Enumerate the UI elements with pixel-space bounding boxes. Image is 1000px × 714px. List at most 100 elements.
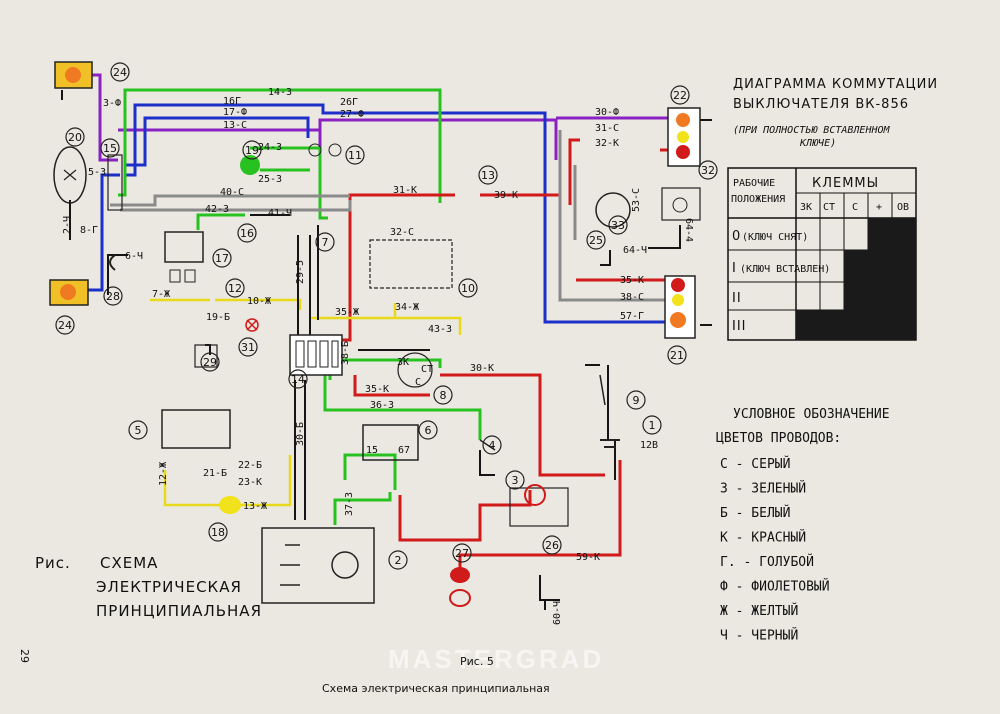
table-header-left-2: ПОЛОЖЕНИЯ [731, 194, 785, 205]
diagram-title-line2: ВЫКЛЮЧАТЕЛЯ ВК-856 [733, 97, 909, 112]
svg-text:21: 21 [670, 349, 684, 362]
svg-text:3: 3 [512, 474, 519, 487]
wire-label: 59-К [576, 552, 600, 563]
wire-label: 35-К [620, 275, 644, 286]
svg-text:28: 28 [106, 290, 120, 303]
table-col-plus: + [876, 202, 882, 213]
svg-text:14: 14 [291, 373, 305, 386]
svg-text:7: 7 [322, 236, 329, 249]
wire-label: 34-Ж [395, 302, 419, 313]
watermark: MASTERGRAD [388, 644, 604, 674]
wire-label: 12В [640, 440, 658, 451]
diagram-title-line1: ДИАГРАММА КОММУТАЦИИ [733, 77, 938, 92]
wire-label: 21-Б [203, 468, 227, 479]
wire-label: 31-С [595, 123, 619, 134]
callout-7: 7 [315, 232, 335, 252]
switch-9 [599, 374, 606, 406]
svg-text:31: 31 [241, 341, 255, 354]
legend-heading-2: ЦВЕТОВ ПРОВОДОВ: [716, 431, 841, 446]
caption-prefix: Рис. [35, 554, 71, 572]
button-27 [449, 567, 471, 607]
svg-text:5: 5 [135, 424, 142, 437]
wire-label: 13-С [223, 120, 247, 131]
callout-22: 22 [670, 85, 690, 105]
legend-heading-1: УСЛОВНОЕ ОБОЗНАЧЕНИЕ [733, 407, 890, 422]
callout-9: 9 [626, 390, 646, 410]
svg-text:12: 12 [228, 282, 242, 295]
wire-label: 24-З [258, 142, 282, 153]
table-row-label: II [732, 291, 742, 306]
wire-label: 19-Б [206, 312, 230, 323]
callout-14: 14 [288, 369, 308, 389]
fuse-block-14 [289, 334, 343, 376]
callout-15: 15 [100, 138, 120, 158]
lamp-20 [53, 146, 87, 204]
callout-27: 27 [452, 543, 472, 563]
svg-text:32: 32 [701, 164, 715, 177]
diagram-note-line1: (ПРИ ПОЛНОСТЬЮ ВСТАВЛЕННОМ [733, 125, 891, 136]
caption-line1: СХЕМА [100, 554, 158, 572]
generator-2 [261, 527, 375, 604]
wire-label: 38-С [620, 292, 644, 303]
wire-label: 67 [398, 445, 410, 456]
svg-text:13: 13 [481, 169, 495, 182]
callout-10: 10 [458, 278, 478, 298]
callout-19: 19 [242, 140, 262, 160]
svg-text:24: 24 [58, 319, 72, 332]
wire-label: 14-З [268, 87, 292, 98]
wire-label: 31-К [393, 185, 417, 196]
callout-3: 3 [505, 470, 525, 490]
callout-33: 33 [608, 215, 628, 235]
callout-17: 17 [212, 248, 232, 268]
wires-yellow [150, 298, 462, 507]
wire-label: 2-Ч [62, 216, 73, 234]
callout-8: 8 [433, 385, 453, 405]
table-col-ov: ОВ [897, 202, 909, 213]
svg-text:9: 9 [633, 394, 640, 407]
lamp-block-21 [664, 275, 696, 339]
wire-label: 32-К [595, 138, 619, 149]
relay-6 [362, 424, 419, 461]
ignition-switch-25 [595, 192, 631, 228]
wire-label: 57-Г [620, 311, 644, 322]
caption-line2: ЭЛЕКТРИЧЕСКАЯ [96, 578, 242, 596]
wires-blue [88, 103, 668, 324]
headlight-24-top [54, 61, 93, 89]
wire-label: 32-С [390, 227, 414, 238]
starter-3 [509, 484, 569, 527]
svg-text:16: 16 [240, 227, 254, 240]
svg-text:4: 4 [489, 439, 496, 452]
lamp-32 [661, 187, 701, 221]
callout-32: 32 [698, 160, 718, 180]
wire-label: 12-Ж [158, 462, 169, 486]
wire-label: 43-З [428, 324, 452, 335]
callout-4: 4 [482, 435, 502, 455]
wire-label: 22-Б [238, 460, 262, 471]
table-row-note: (КЛЮЧ СНЯТ) [742, 232, 808, 243]
wire-label: 64-4 [683, 218, 694, 242]
svg-text:15: 15 [103, 142, 117, 155]
wire-label: 38-Б [340, 341, 351, 365]
wire-label: 23-К [238, 477, 262, 488]
wire-label: 16Г [223, 96, 241, 107]
table-header-group: КЛЕММЫ [812, 176, 879, 191]
callout-5: 5 [128, 420, 148, 440]
legend-item: Ч - ЧЕРНЫЙ [720, 628, 798, 644]
wire-label: ЗК [397, 357, 409, 368]
switch-11 [308, 143, 342, 157]
battery-1 [600, 439, 620, 448]
wire-label: 37-З [344, 492, 355, 516]
switch-4 [479, 439, 496, 451]
wire-label: 8-Г [80, 225, 98, 236]
diagram-note-line2: КЛЮЧЕ) [799, 138, 836, 149]
table-row-label: 0 [732, 229, 741, 244]
legend-item: Ф - ФИОЛЕТОВЫЙ [720, 579, 830, 595]
caption-line3: ПРИНЦИПИАЛЬНАЯ [96, 602, 262, 620]
green-lamp-19 [240, 155, 260, 175]
wire-label: 53-С [631, 188, 642, 212]
wire-label: 10-Ж [247, 296, 271, 307]
callout-18: 18 [208, 522, 228, 542]
